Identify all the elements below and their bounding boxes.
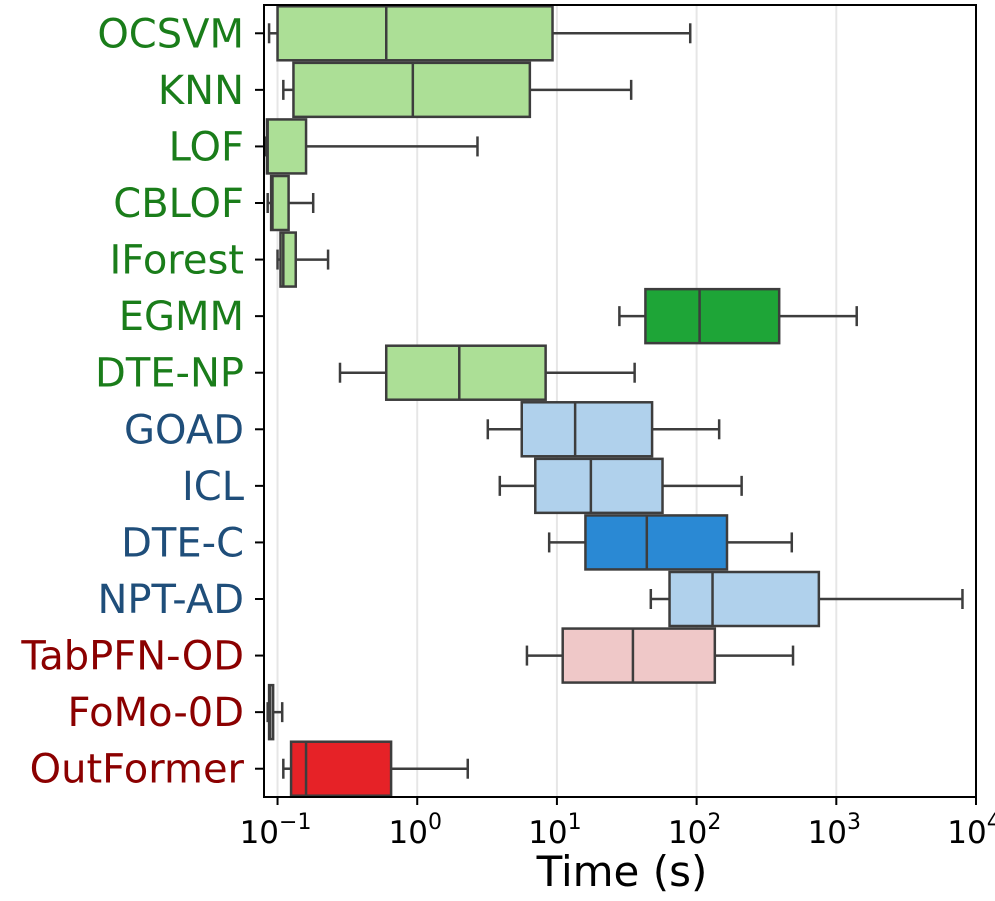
iqr-box	[534, 457, 664, 515]
box-goad	[486, 401, 721, 458]
box-dte-np	[338, 344, 636, 401]
y-tick-label: OCSVM	[97, 11, 244, 57]
y-tick-label: LOF	[169, 124, 244, 170]
box-ocsvm	[267, 5, 692, 62]
box-cblof	[266, 174, 315, 232]
x-tick-label: 100	[389, 810, 442, 851]
iqr-box	[289, 740, 393, 797]
iqr-box	[644, 287, 781, 345]
iqr-box	[265, 118, 308, 175]
iqr-box	[384, 344, 547, 401]
y-tick-label: EGMM	[119, 294, 244, 340]
y-tick-label: NPT-AD	[97, 577, 244, 623]
box-icl	[498, 457, 743, 515]
iqr-box	[276, 5, 554, 62]
iqr-box	[561, 627, 717, 684]
y-tick-label: DTE-C	[121, 520, 244, 566]
x-axis: 10−1 100 101 102 103 104	[240, 797, 995, 851]
x-axis-title: Time (s)	[536, 847, 708, 896]
box-egmm	[618, 287, 858, 345]
iqr-box	[269, 174, 290, 232]
y-tick-label: GOAD	[124, 407, 244, 453]
x-tick-label: 101	[528, 810, 581, 851]
y-tick-label: KNN	[158, 68, 244, 114]
iqr-box	[520, 401, 654, 458]
iqr-box	[584, 514, 729, 571]
y-tick-label: TabPFN-OD	[20, 634, 244, 680]
box-plots	[263, 5, 964, 797]
box-dte-c	[547, 514, 794, 571]
y-tick-label: IForest	[109, 238, 244, 284]
box-npt-ad	[649, 570, 964, 628]
box-outformer	[282, 740, 470, 797]
y-tick-label: ICL	[182, 464, 245, 510]
y-tick-label: OutFormer	[30, 747, 245, 793]
y-tick-label: FoMo-0D	[68, 690, 244, 736]
iqr-box	[668, 570, 821, 628]
plot-frame	[263, 4, 977, 798]
box-knn	[282, 61, 633, 119]
x-tick-label: 102	[668, 810, 721, 851]
x-tick-label: 103	[808, 810, 861, 851]
box-iforest	[276, 231, 330, 288]
box-lof	[263, 118, 479, 175]
y-tick-label: CBLOF	[113, 181, 244, 227]
x-tick-label: 104	[947, 810, 995, 851]
box-tabpfn-od	[525, 627, 795, 684]
y-tick-label: DTE-NP	[95, 351, 244, 397]
box-fomo-0d	[266, 683, 284, 741]
x-tick-label: 10−1	[240, 810, 312, 851]
